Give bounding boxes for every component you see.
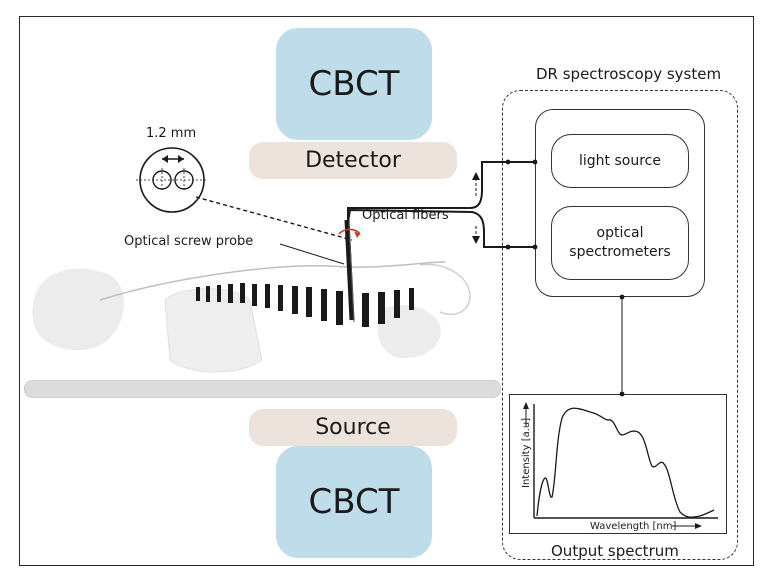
light-source-box: light source: [551, 134, 689, 188]
probe-label-pointer: [279, 243, 345, 265]
probe-cross-section-icon: [136, 147, 208, 213]
source-label: Source: [315, 415, 391, 440]
patient-table: [24, 380, 501, 398]
source-block: Source: [249, 409, 457, 446]
probe-size-label: 1.2 mm: [146, 126, 197, 141]
spectrometers-box: optical spectrometers: [551, 206, 689, 280]
cbct-top-block: CBCT: [276, 28, 432, 140]
figure-frame: [19, 16, 754, 566]
detector-block: Detector: [249, 142, 457, 179]
cbct-top-label: CBCT: [308, 64, 400, 104]
light-source-label: light source: [579, 152, 661, 169]
spectrum-plot: Intensity [a.u] Wavelength [nm]: [521, 402, 718, 532]
output-spectrum-label: Output spectrum: [551, 542, 679, 560]
spectrometers-label: optical spectrometers: [569, 225, 671, 260]
skeleton-silhouette: [32, 261, 471, 373]
fiber-arrow-up-icon: [472, 172, 480, 180]
detector-label: Detector: [305, 148, 401, 173]
spectrum-curve: [536, 407, 715, 518]
cbct-bottom-label: CBCT: [308, 482, 400, 522]
spectrum-plot-box: [509, 394, 727, 534]
optical-screw-probe-icon: [338, 219, 361, 323]
x-arrow-icon: [695, 523, 702, 529]
spectrum-xlabel: Wavelength [nm]: [590, 521, 676, 532]
fiber-arrow-down-icon: [472, 236, 480, 244]
spine-vertebrae: [196, 283, 414, 327]
dr-system-dashed-box: [502, 90, 738, 560]
y-arrow-icon: [523, 402, 529, 409]
optical-fibers: [347, 161, 535, 248]
dr-system-title: DR spectroscopy system: [536, 65, 722, 83]
cbct-bottom-block: CBCT: [276, 446, 432, 558]
spectrum-ylabel: Intensity [a.u]: [521, 418, 532, 488]
optical-screw-probe-label: Optical screw probe: [124, 234, 254, 249]
cross-section-pointer: [195, 196, 353, 241]
